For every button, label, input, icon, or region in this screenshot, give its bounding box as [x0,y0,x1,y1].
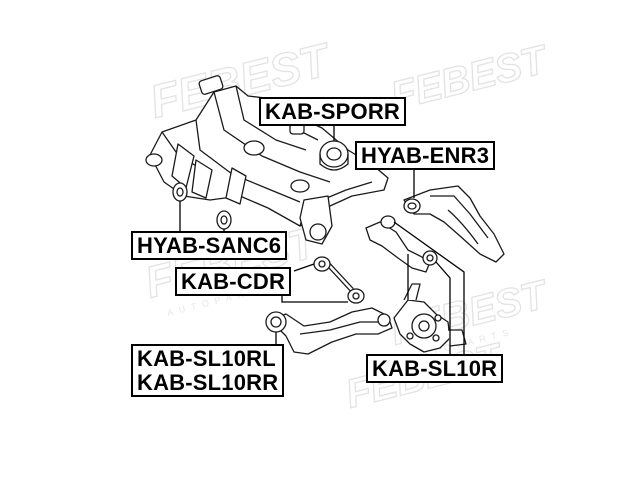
callout-kab-cdr-text: KAB-CDR [181,269,286,294]
watermark-brand: FEBEST [387,37,554,119]
callout-kab-sporr-text: KAB-SPORR [265,99,401,124]
lateral-rod-kab-cdr [313,256,365,304]
callout-kab-cdr: KAB-CDR [175,267,292,296]
rear-subframe [145,75,389,245]
leader-kab-sl10r-a [393,221,465,354]
callout-hyab-enr3: HYAB-ENR3 [355,141,496,170]
leader-kab-cdr-top [293,263,315,272]
rear-knuckle [393,283,467,353]
upper-control-arm [403,185,505,263]
callout-kab-sl10r-text: KAB-SL10R [372,356,498,381]
callout-kab-sl10rr-text: KAB-SL10RR [137,370,279,395]
callout-kab-sl10rl-text: KAB-SL10RL [137,346,276,371]
lower-lateral-link [365,215,438,273]
trailing-arm [265,307,393,355]
callout-hyab-enr3-text: HYAB-ENR3 [361,143,490,168]
callout-kab-sporr: KAB-SPORR [259,97,407,126]
callout-hyab-sanc6: HYAB-SANC6 [131,231,288,260]
leader-kab-sl10r-b [435,261,451,354]
leader-kab-cdr-bottom [281,290,348,303]
bushing-kab-sporr [319,140,349,171]
callout-kab-sl10rl-rr: KAB-SL10RL KAB-SL10RR [131,344,285,397]
callout-kab-sl10r: KAB-SL10R [366,354,504,383]
callout-hyab-sanc6-text: HYAB-SANC6 [137,233,282,258]
